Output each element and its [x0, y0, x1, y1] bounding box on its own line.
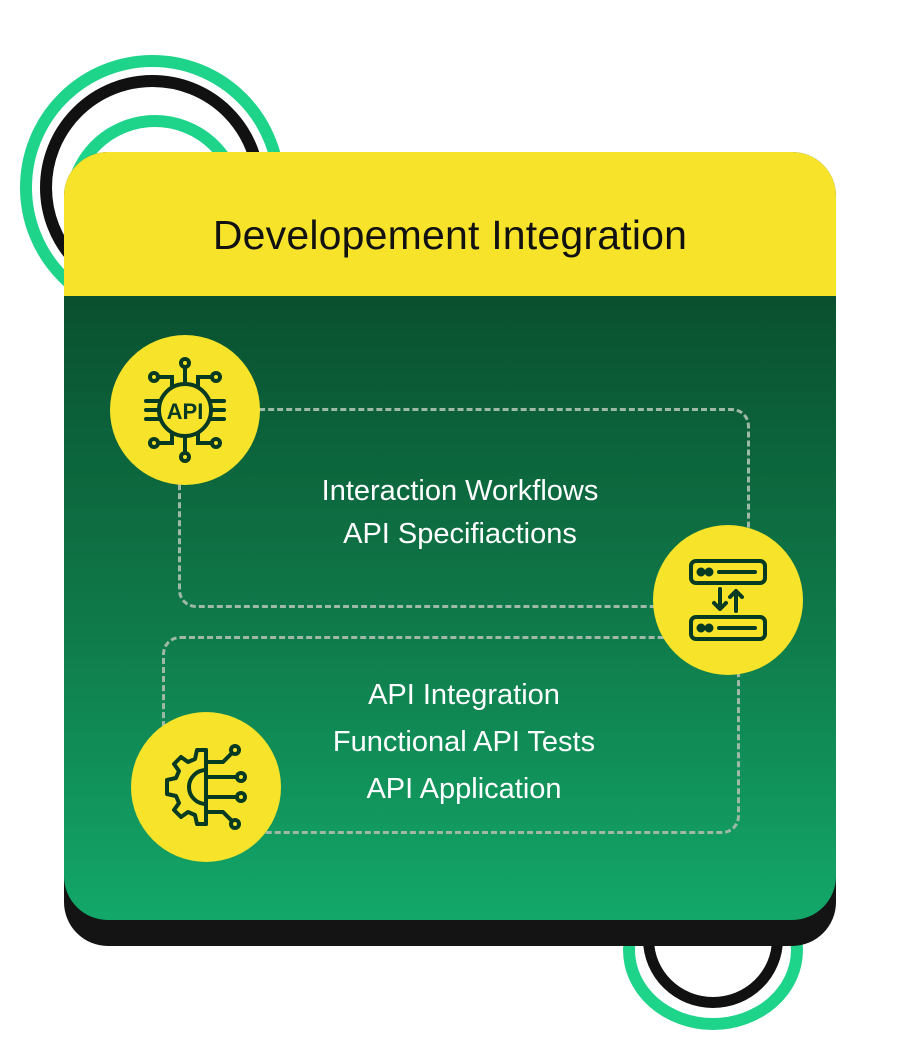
gear-node — [131, 712, 281, 862]
api-node: API — [110, 335, 260, 485]
lower-line-3: API Application — [366, 773, 562, 805]
upper-line-2: API Specifiactions — [343, 518, 577, 550]
server-transfer-icon — [689, 559, 767, 641]
card-header: Developement Integration — [64, 152, 836, 296]
card-title: Developement Integration — [212, 212, 688, 258]
lower-text-group: API Integration Functional API Tests API… — [264, 672, 664, 813]
api-chip-icon: API — [144, 357, 226, 463]
lower-line-1: API Integration — [368, 679, 560, 711]
svg-text:API: API — [167, 399, 204, 424]
server-node — [653, 525, 803, 675]
upper-text-group: Interaction Workflows API Specifiactions — [260, 470, 660, 556]
gear-circuit-icon — [165, 744, 247, 830]
upper-dashed-path — [178, 408, 750, 608]
lower-line-2: Functional API Tests — [332, 726, 596, 758]
upper-line-1: Interaction Workflows — [321, 475, 599, 507]
